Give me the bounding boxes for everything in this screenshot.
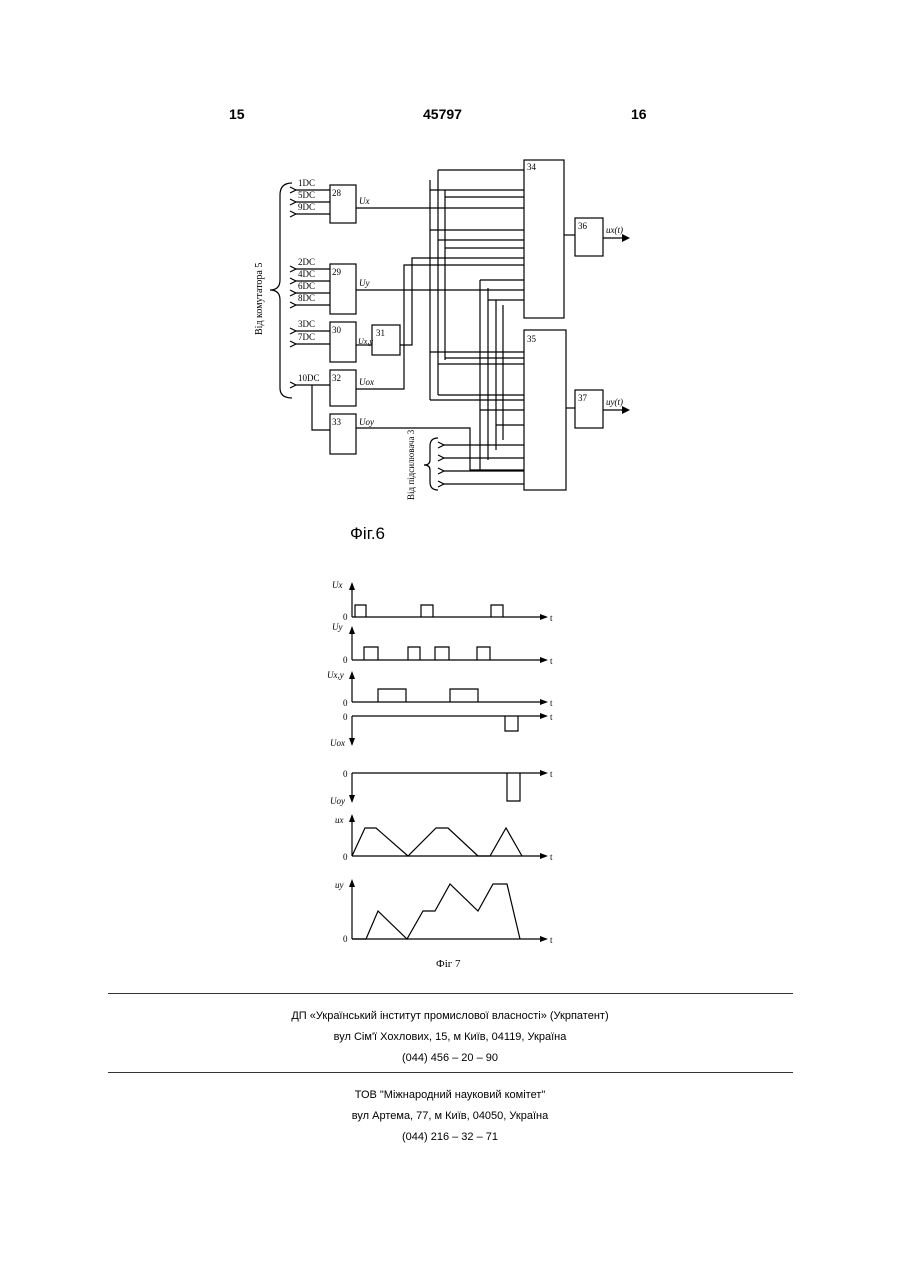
footer-org-1: ДП «Український інститут промислової вла… bbox=[0, 1010, 900, 1022]
footer-rule-top bbox=[108, 993, 793, 994]
zero-label: 0 bbox=[343, 712, 348, 722]
zero-label: 0 bbox=[343, 769, 348, 779]
trace-label: Ux bbox=[332, 580, 343, 590]
trace-label: ux bbox=[335, 815, 344, 825]
footer-address-1: вул Сім'ї Хохлових, 15, м Київ, 04119, У… bbox=[0, 1031, 900, 1043]
zero-label: 0 bbox=[343, 698, 348, 708]
figure-7-caption: Фіг 7 bbox=[436, 958, 461, 970]
figure-7-timing-diagram: Ux Uy Ux,y Uox Uoy ux uy 0 0 0 0 0 0 0 t… bbox=[0, 0, 900, 960]
footer-phone-2: (044) 216 – 32 – 71 bbox=[0, 1131, 900, 1143]
trace-label: uy bbox=[335, 880, 344, 890]
trace-label: Uoy bbox=[330, 796, 345, 806]
t-axis-label: t bbox=[550, 852, 553, 862]
t-axis-label: t bbox=[550, 656, 553, 666]
footer-phone-1: (044) 456 – 20 – 90 bbox=[0, 1052, 900, 1064]
zero-label: 0 bbox=[343, 852, 348, 862]
t-axis-label: t bbox=[550, 712, 553, 722]
t-axis-label: t bbox=[550, 698, 553, 708]
zero-label: 0 bbox=[343, 655, 348, 665]
footer-address-2: вул Артема, 77, м Київ, 04050, Україна bbox=[0, 1110, 900, 1122]
trace-label: Ux,y bbox=[327, 670, 344, 680]
footer-org-2: ТОВ "Міжнародний науковий комітет" bbox=[0, 1089, 900, 1101]
zero-label: 0 bbox=[343, 612, 348, 622]
footer-rule-middle bbox=[108, 1072, 793, 1073]
trace-label: Uy bbox=[332, 622, 343, 632]
t-axis-label: t bbox=[550, 769, 553, 779]
t-axis-label: t bbox=[550, 613, 553, 623]
zero-label: 0 bbox=[343, 934, 348, 944]
trace-label: Uox bbox=[330, 738, 345, 748]
t-axis-label: t bbox=[550, 935, 553, 945]
